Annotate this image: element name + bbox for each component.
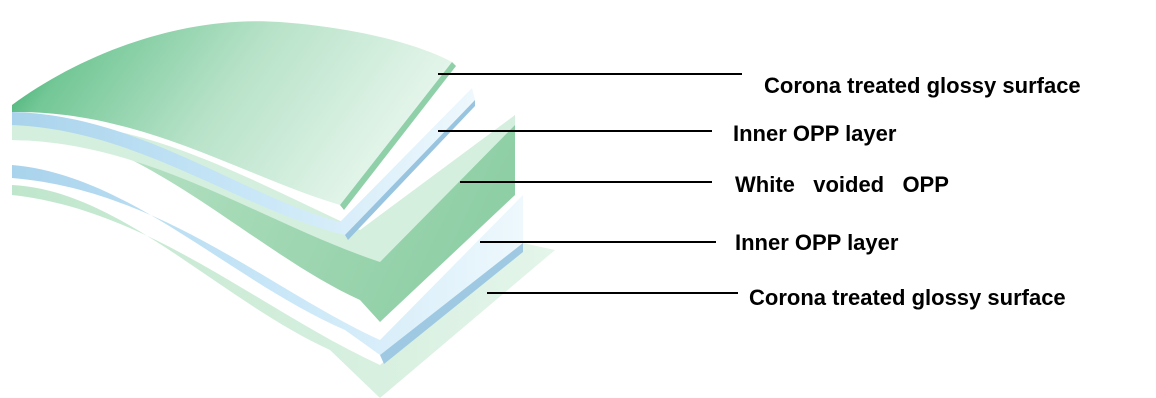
lower-inner-opp-edge	[380, 243, 523, 364]
label-lower-inner-opp: Inner OPP layer	[735, 230, 899, 255]
label-white-voided-opp: White voided OPP	[735, 172, 949, 197]
label-bottom-corona: Corona treated glossy surface	[749, 285, 1066, 310]
label-top-corona: Corona treated glossy surface	[764, 73, 1081, 98]
label-upper-inner-opp: Inner OPP layer	[733, 121, 897, 146]
top-corona-edge	[340, 62, 456, 210]
top-corona-sheet	[12, 21, 452, 206]
lower-inner-opp-sheet	[12, 165, 523, 355]
upper-inner-opp-edge	[345, 100, 475, 240]
white-voided-opp-sheet	[12, 115, 515, 322]
bottom-corona-sheet	[12, 185, 555, 398]
